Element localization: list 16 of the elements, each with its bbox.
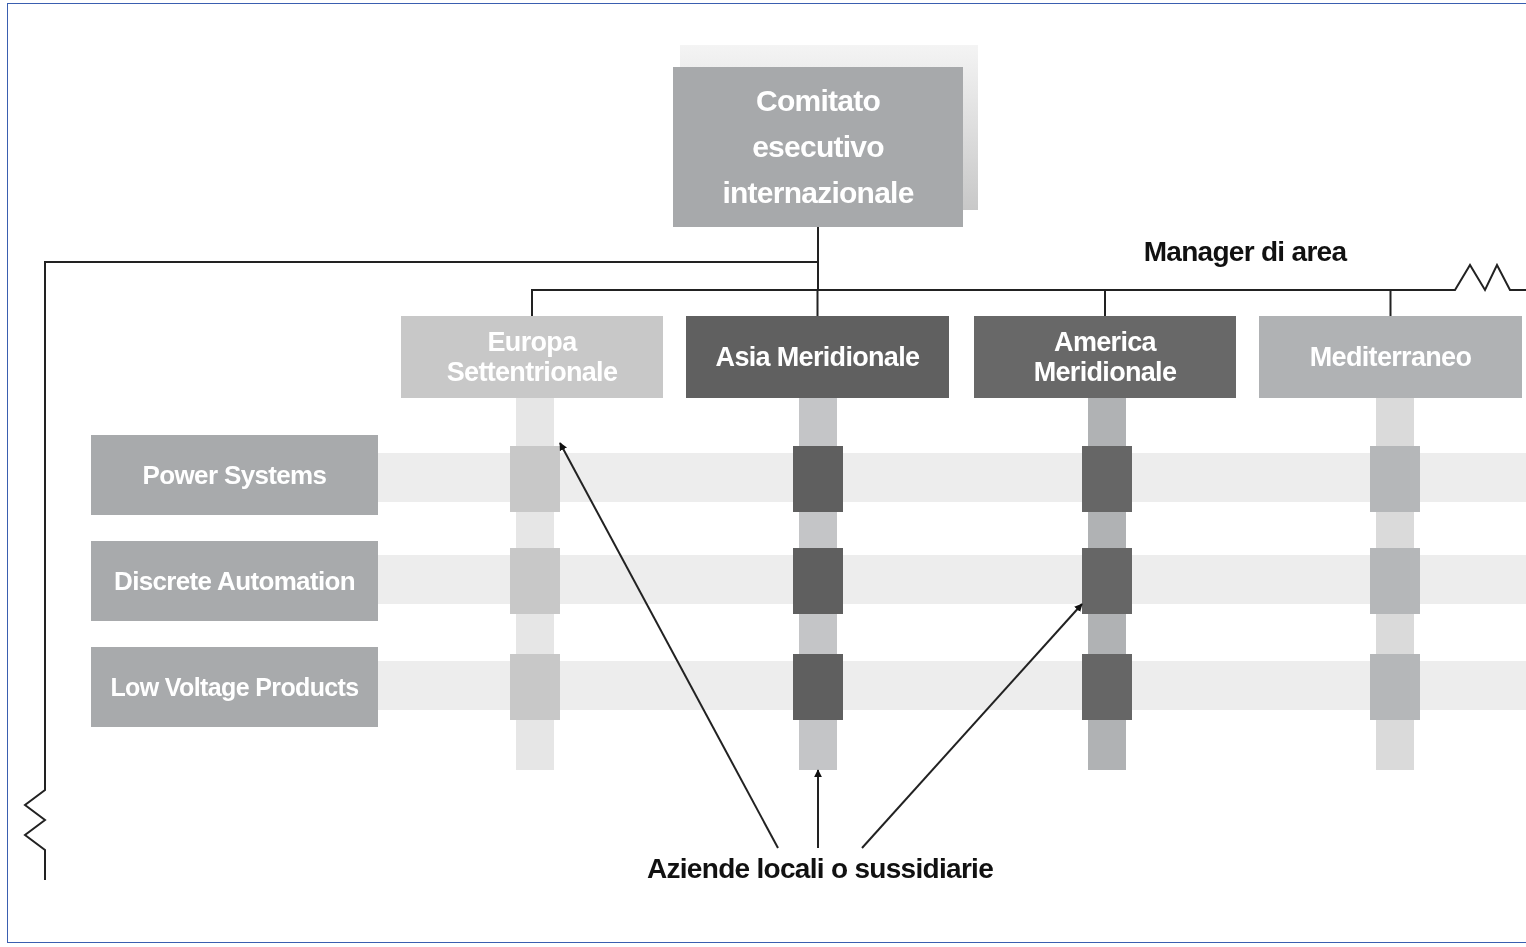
matrix-column-drawing <box>1082 398 1132 770</box>
business-box: Low Voltage Products <box>91 647 378 727</box>
callout-text: Aziende locali o sussidiarie <box>630 848 1010 890</box>
area-box: Asia Meridionale <box>686 316 949 398</box>
business-box: Power Systems <box>91 435 378 515</box>
matrix-column-drawing <box>793 398 843 770</box>
matrix-column-drawing <box>510 398 560 770</box>
business-box: Discrete Automation <box>91 541 378 621</box>
matrix-column-drawing <box>1370 398 1420 770</box>
area-box: America Meridionale <box>974 316 1236 398</box>
group-label: Manager di area <box>1142 235 1349 269</box>
arrow <box>861 603 1083 849</box>
area-box: Mediterraneo <box>1259 316 1522 398</box>
arrow <box>559 442 779 849</box>
committee-box: Comitato esecutivo internazionale <box>673 67 963 227</box>
arrow <box>814 769 822 849</box>
